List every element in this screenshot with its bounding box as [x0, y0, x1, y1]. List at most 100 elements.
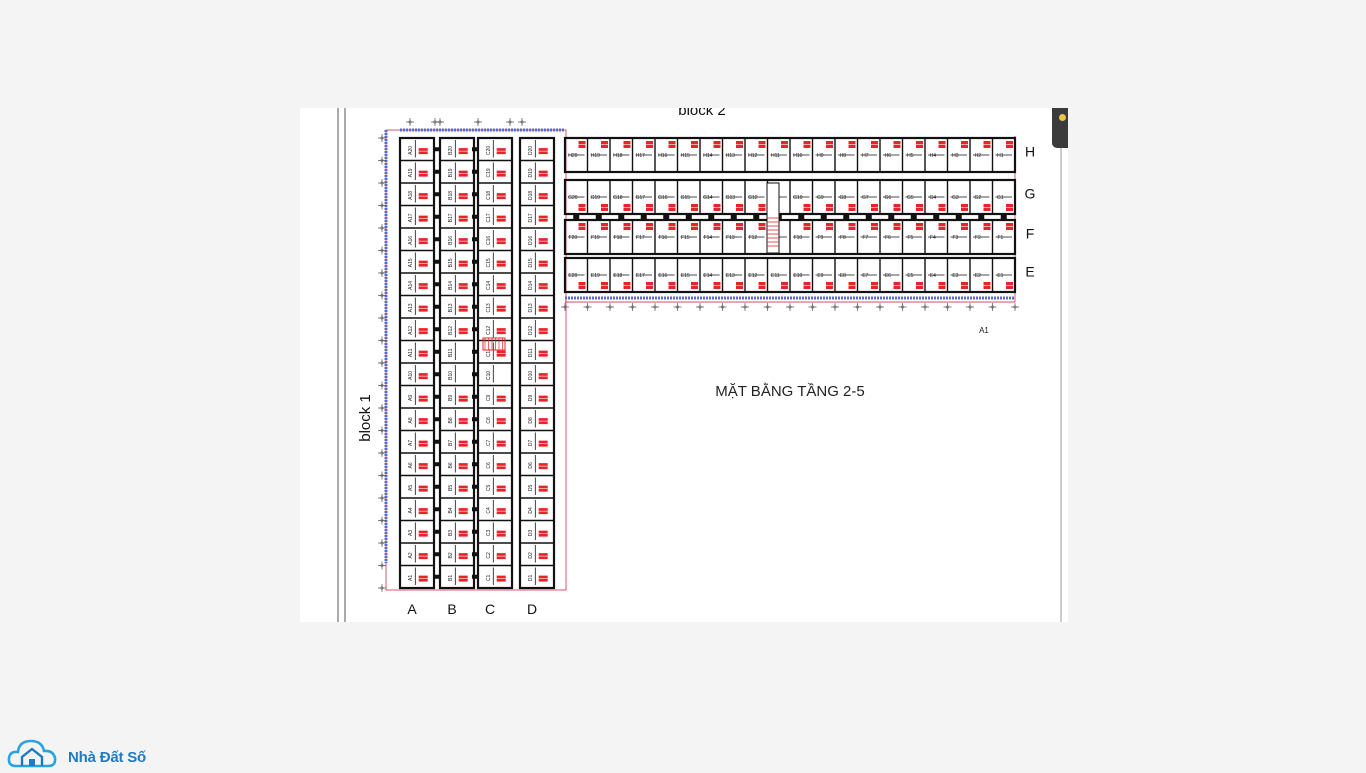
grid-marker [968, 305, 972, 309]
unit-label: E19 [591, 273, 600, 279]
unit-label: C6 [486, 462, 492, 469]
unit-label: B4 [448, 507, 454, 513]
unit-label: H9 [817, 153, 824, 159]
unit-label: E16 [658, 273, 667, 279]
corridor-door [434, 237, 440, 242]
grid-marker [380, 361, 384, 365]
site-logo[interactable]: Nhà Đất Số [6, 732, 166, 768]
unit-label: A20 [408, 146, 414, 155]
unit-label: B19 [448, 168, 454, 177]
unit-label: B1 [448, 575, 454, 581]
corridor-door [472, 282, 478, 287]
unit-label: F8 [840, 235, 846, 241]
grid-marker [378, 539, 386, 547]
unit-label: H11 [771, 153, 780, 159]
unit-label: E4 [930, 273, 936, 279]
grid-marker [675, 305, 680, 309]
unit-label: B9 [448, 395, 454, 401]
unit-label: H6 [885, 153, 892, 159]
unit-label: F19 [591, 235, 600, 241]
unit-label: A7 [408, 440, 414, 446]
corridor-door [434, 259, 440, 264]
unit-label: G13 [726, 195, 736, 201]
grid-marker [833, 305, 837, 309]
grid-marker [583, 303, 592, 311]
grid-marker [380, 181, 384, 185]
grid-marker [380, 248, 384, 253]
corridor-door [434, 214, 440, 219]
corridor-door [933, 214, 940, 220]
corridor-door [843, 214, 850, 220]
corridor-door [434, 169, 440, 174]
unit-label: A10 [408, 371, 414, 380]
grid-marker [436, 118, 444, 126]
unit-label: E17 [636, 273, 645, 279]
unit-label: C14 [486, 281, 492, 290]
corridor-door [472, 439, 478, 444]
corridor-door [753, 214, 760, 220]
grid-marker [696, 303, 704, 311]
unit-label: A4 [408, 507, 414, 513]
unit-label: E13 [726, 273, 735, 279]
corridor-door [472, 417, 478, 422]
unit-label: A6 [408, 462, 414, 468]
grid-marker [520, 120, 524, 124]
grid-marker [698, 305, 702, 309]
grid-marker [380, 226, 384, 230]
unit-label: H5 [907, 153, 914, 159]
unit-label: C9 [486, 394, 492, 401]
unit-label: A1 [408, 575, 414, 581]
unit-label: B2 [448, 552, 454, 558]
grid-marker [380, 271, 384, 275]
logo-name-part1: Nhà Đất [68, 749, 124, 766]
grid-marker [945, 305, 950, 309]
unit-label: H15 [681, 153, 690, 159]
unit-label: D12 [528, 326, 534, 335]
unit-label: D18 [528, 191, 534, 200]
unit-label: C2 [486, 552, 492, 559]
unit-label: A16 [408, 236, 414, 245]
column-label: B [447, 601, 456, 617]
side-panel-handle[interactable] [1052, 108, 1068, 148]
unit-label: F5 [907, 235, 913, 241]
corridor-door [685, 214, 692, 220]
corridor-door [472, 394, 478, 399]
unit-label: G14 [703, 195, 713, 201]
bulb-icon [1059, 114, 1066, 121]
grid-marker [380, 383, 384, 388]
grid-marker [380, 338, 384, 343]
grid-marker [606, 303, 614, 311]
grid-marker [900, 305, 905, 309]
unit-label: D6 [528, 462, 534, 469]
unit-label: B17 [448, 213, 454, 222]
unit-label: F2 [975, 235, 981, 241]
unit-label: B5 [448, 485, 454, 491]
unit-label: D16 [528, 236, 534, 245]
grid-marker [378, 516, 386, 525]
column-label: C [485, 601, 495, 617]
unit-label: D10 [528, 371, 534, 380]
unit-label: A2 [408, 552, 414, 558]
grid-marker [380, 428, 384, 433]
grid-marker [808, 303, 817, 311]
grid-marker [878, 305, 882, 309]
sheet-ref: A1 [979, 326, 989, 335]
corridor-door [434, 574, 440, 579]
unit-label: E10 [793, 273, 802, 279]
unit-label: F1 [997, 235, 1003, 241]
unit-label: A9 [408, 395, 414, 401]
grid-marker [788, 305, 792, 309]
grid-marker [378, 269, 386, 277]
unit-label: G5 [907, 195, 914, 201]
unit-label: F15 [681, 235, 690, 241]
unit-label: A17 [408, 213, 414, 222]
unit-label: B7 [448, 440, 454, 446]
unit-label: A5 [408, 485, 414, 491]
unit-label: E2 [975, 273, 981, 279]
unit-label: A14 [408, 281, 414, 290]
unit-label: H20 [568, 153, 577, 159]
unit-label: C13 [486, 303, 492, 312]
cloud-house-icon [7, 739, 57, 768]
corridor-door [472, 372, 478, 377]
grid-marker [718, 303, 727, 311]
